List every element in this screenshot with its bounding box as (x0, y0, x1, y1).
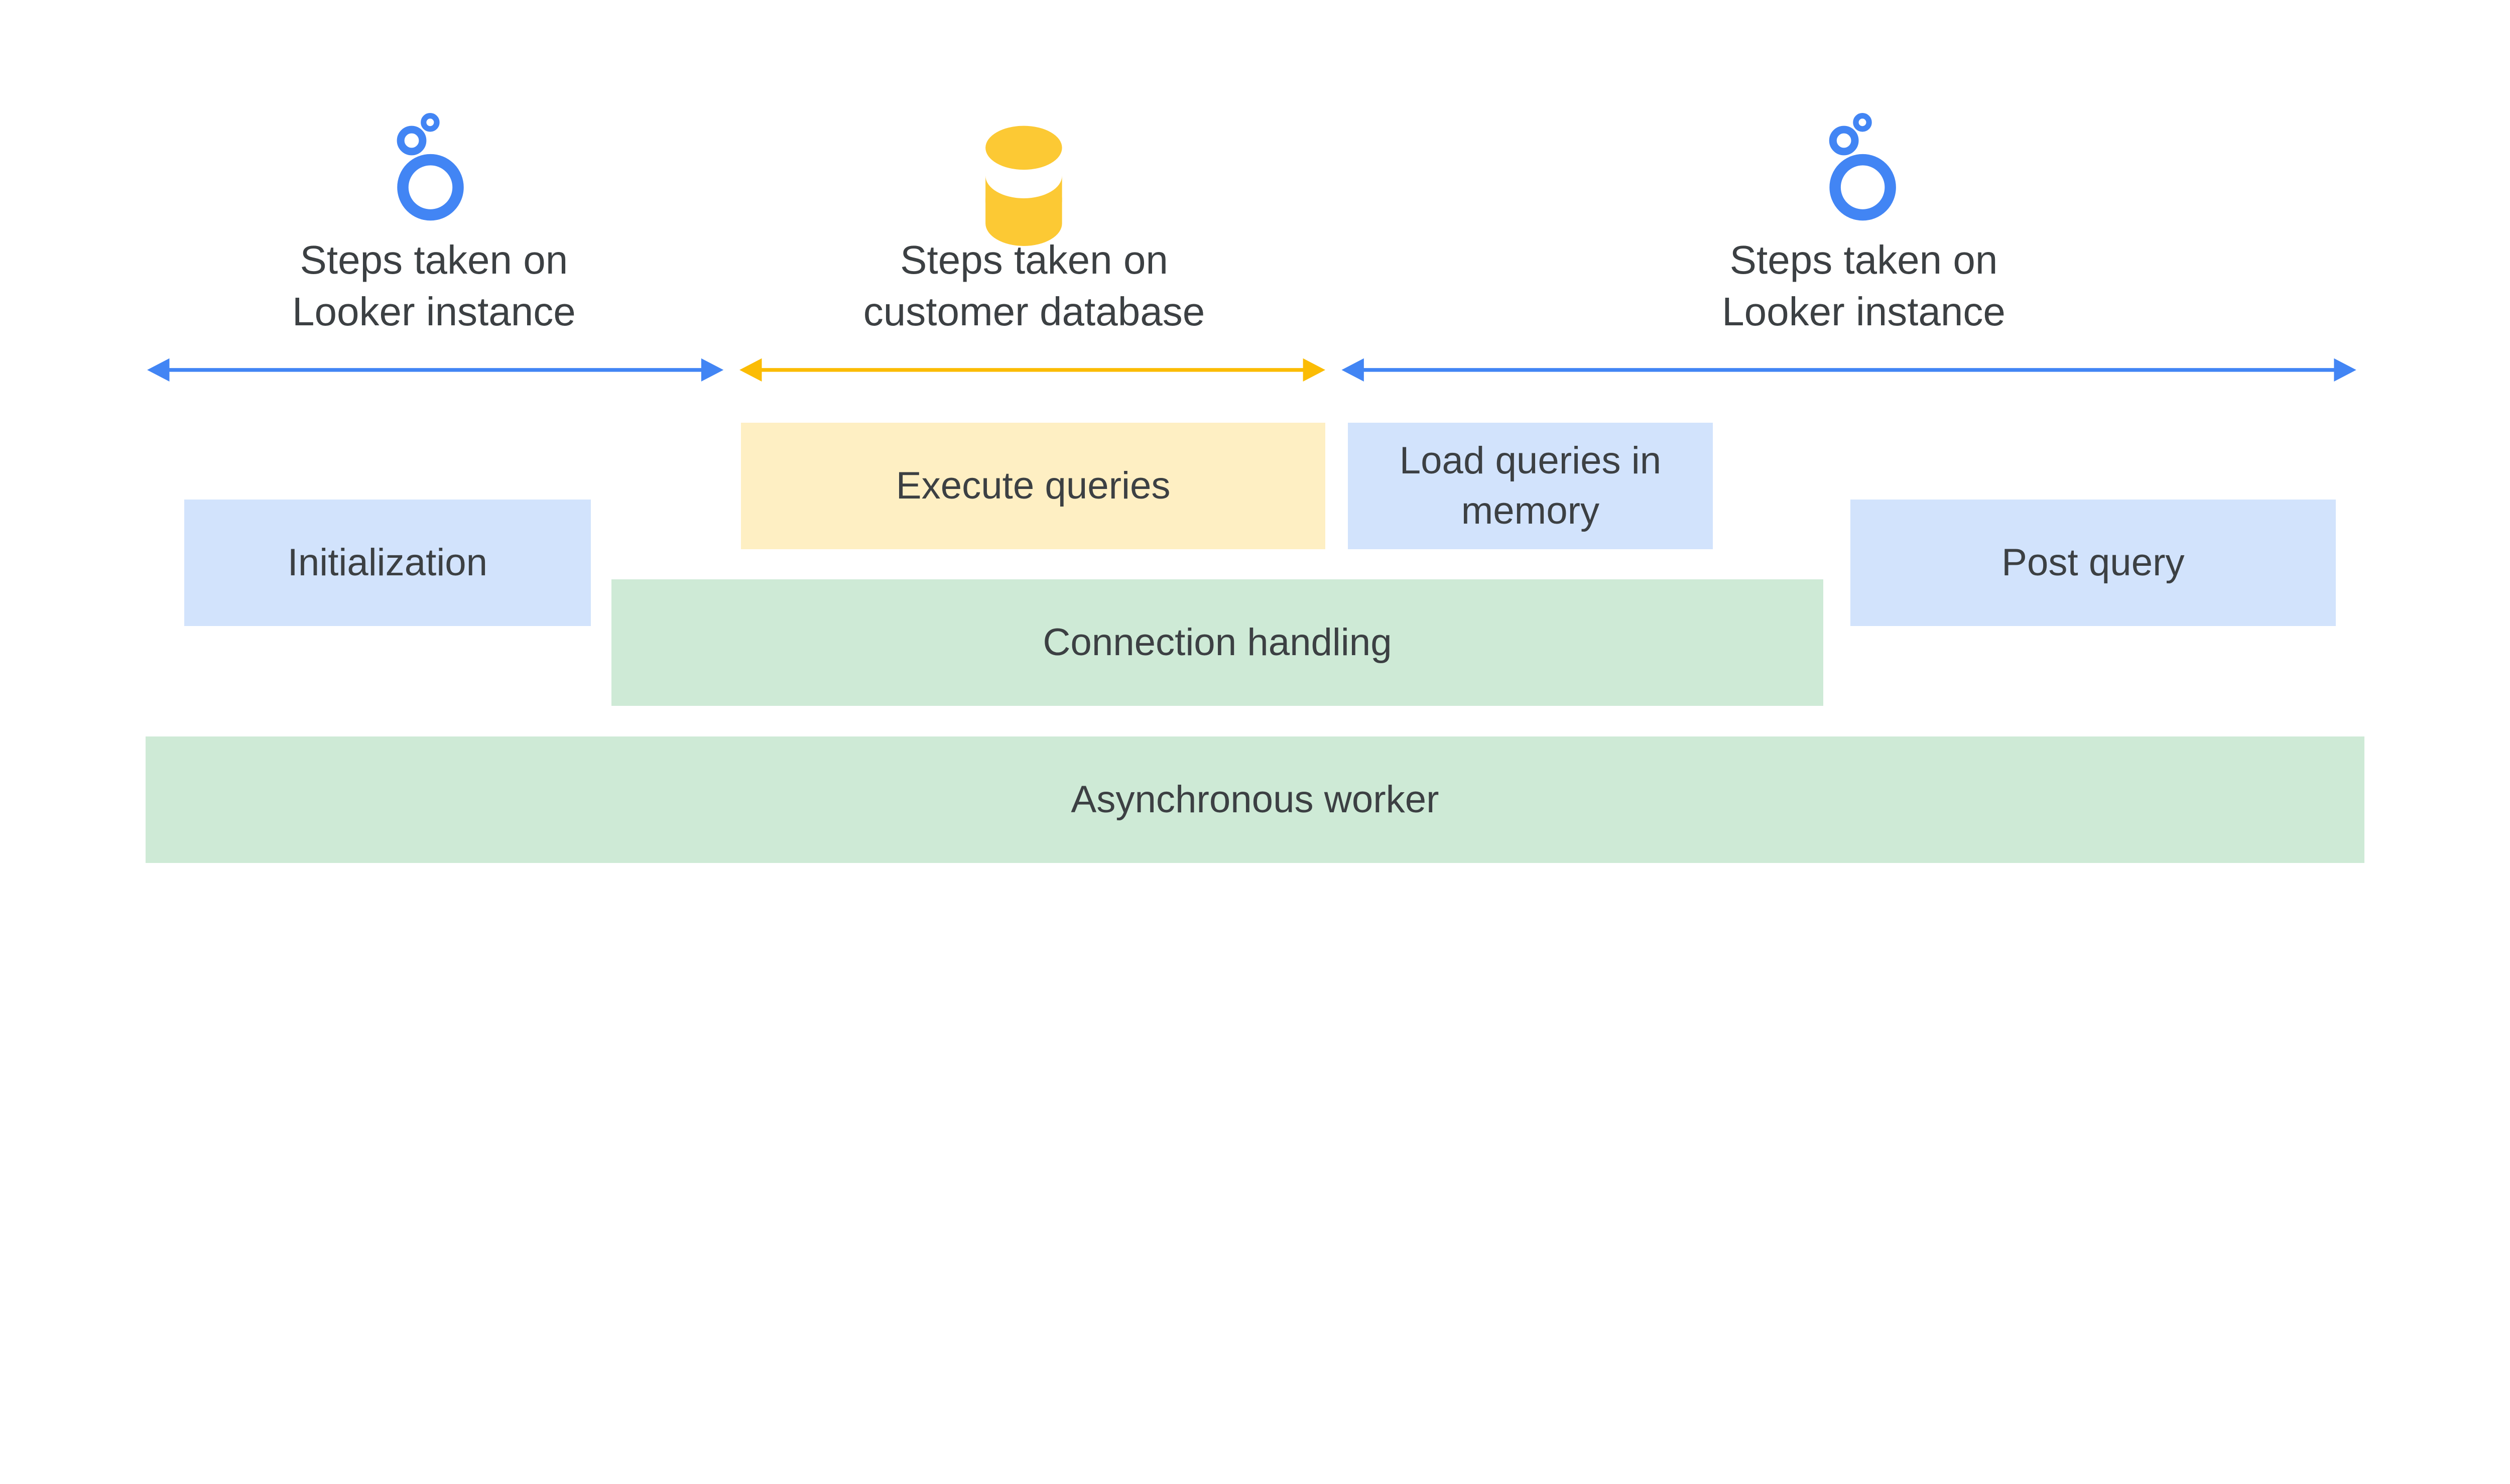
heading-line: Looker instance (292, 289, 576, 334)
heading-line: customer database (863, 289, 1205, 334)
execute-queries-box: Execute queries (741, 422, 1325, 549)
asynchronous-worker-box: Asynchronous worker (146, 736, 2364, 863)
looker-logo-icon (397, 113, 464, 221)
post-query-box: Post query (1850, 500, 2336, 626)
diagram-graphics (147, 113, 2356, 382)
database-span-arrow (739, 358, 1325, 382)
box-label: Connection handling (1043, 621, 1392, 664)
box-label: Initialization (287, 541, 488, 584)
box-label: Execute queries (896, 464, 1171, 507)
looker-span-arrow-right (1341, 358, 2356, 382)
heading-line: Steps taken on (300, 237, 568, 282)
initialization-box: Initialization (184, 500, 591, 626)
box-label: Asynchronous worker (1071, 778, 1439, 821)
looker-span-arrow-left (147, 358, 724, 382)
heading-line: Steps taken on (900, 237, 1168, 282)
connection-handling-box: Connection handling (611, 579, 1823, 706)
heading-line: Looker instance (1722, 289, 2005, 334)
box-label: Post query (2001, 541, 2185, 584)
load-queries-box: Load queries in memory (1348, 422, 1713, 549)
section-heading-looker-1: Steps taken on Looker instance (183, 234, 685, 337)
looker-logo-icon (1829, 113, 1896, 221)
heading-line: Steps taken on (1729, 237, 1998, 282)
section-heading-database: Steps taken on customer database (783, 234, 1285, 337)
box-label: Load queries in memory (1399, 439, 1662, 532)
database-icon (985, 126, 1062, 246)
section-heading-looker-2: Steps taken on Looker instance (1613, 234, 2115, 337)
